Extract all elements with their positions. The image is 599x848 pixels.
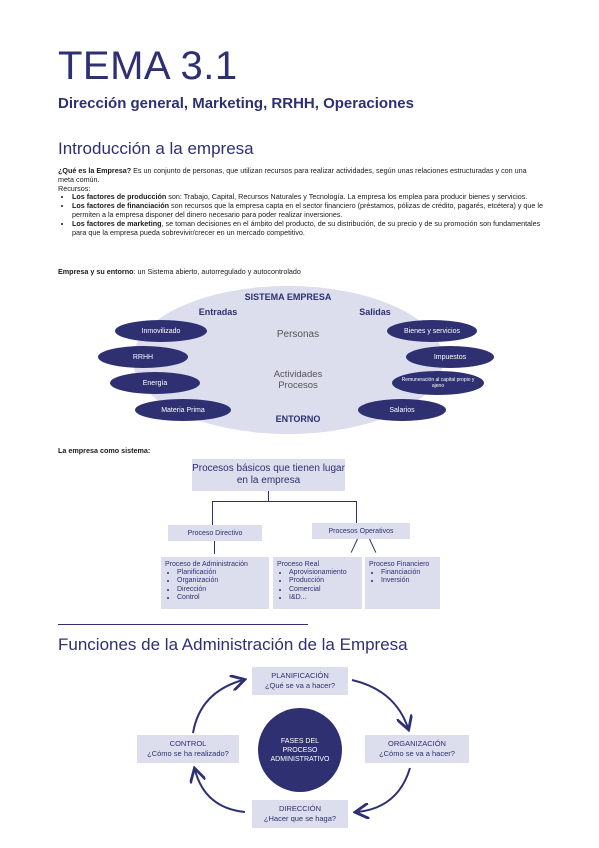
- proceso-administracion-title: Proceso de Administración: [165, 561, 248, 568]
- question-paragraph: ¿Qué es la Empresa? Es un conjunto de pe…: [58, 166, 544, 185]
- input-inmovilizado: Inmovilizado: [115, 320, 207, 342]
- page-subtitle: Dirección general, Marketing, RRHH, Oper…: [58, 95, 414, 112]
- environment-label: Empresa y su entorno: [58, 267, 134, 276]
- proceso-administracion-box: Proceso de Administración Planificación …: [161, 557, 269, 609]
- direccion-question: ¿Hacer que se haga?: [263, 814, 337, 823]
- center-actividades: Actividades: [273, 369, 323, 380]
- bullet-text: son recursos que la empresa capta en el …: [72, 201, 544, 219]
- connector-line: [356, 501, 357, 523]
- organizacion-box: ORGANIZACIÓN ¿Cómo se va a hacer?: [365, 735, 469, 763]
- list-item: Organización: [177, 577, 265, 585]
- control-question: ¿Cómo se ha realizado?: [147, 749, 229, 758]
- procesos-operativos-box: Procesos Operativos: [312, 523, 410, 539]
- list-item: Los factores de producción son: Trabajo,…: [72, 192, 544, 202]
- page-title: TEMA 3.1: [58, 44, 238, 88]
- list-item: Los factores de financiación son recurso…: [72, 201, 544, 220]
- intro-text: ¿Qué es la Empresa? Es un conjunto de pe…: [58, 166, 544, 238]
- arrow-org-to-dir: [357, 767, 411, 812]
- proceso-directivo-box: Proceso Directivo: [168, 525, 262, 541]
- process-diagram-label: La empresa como sistema:: [58, 446, 151, 455]
- direccion-box: DIRECCIÓN ¿Hacer que se haga?: [252, 800, 348, 828]
- environment-bottom-label: ENTORNO: [275, 414, 321, 424]
- bullet-text: son: Trabajo, Capital, Recursos Naturale…: [166, 192, 528, 202]
- list-item: Dirección: [177, 586, 265, 594]
- list-item: Planificación: [177, 569, 265, 577]
- direccion-title: DIRECCIÓN: [278, 804, 322, 813]
- input-energia: Energía: [110, 372, 200, 394]
- center-personas: Personas: [276, 329, 320, 340]
- arrow-ctrl-to-plan: [192, 680, 243, 734]
- proceso-real-list: Aprovisionamiento Producción Comercial I…: [277, 569, 358, 602]
- bullet-text: , se toman decisiones en el ámbito del p…: [72, 218, 541, 237]
- arrow-dir-to-ctrl: [195, 770, 246, 813]
- list-item: Inversión: [381, 577, 436, 585]
- planificacion-title: PLANIFICACIÓN: [271, 671, 329, 680]
- control-title: CONTROL: [169, 739, 207, 748]
- question-label: ¿Qué es la Empresa?: [58, 166, 132, 175]
- bullet-label: Los factores de producción: [72, 192, 167, 202]
- resource-list: Los factores de producción son: Trabajo,…: [58, 192, 544, 238]
- output-impuestos: Impuestos: [406, 346, 494, 368]
- control-box: CONTROL ¿Cómo se ha realizado?: [137, 735, 239, 763]
- proceso-real-box: Proceso Real Aprovisionamiento Producció…: [273, 557, 362, 609]
- proceso-financiero-box: Proceso Financiero Financiación Inversió…: [365, 557, 440, 609]
- bullet-label: Los factores de financiación: [72, 201, 170, 211]
- outputs-label: Salidas: [359, 307, 391, 317]
- list-item: Financiación: [381, 569, 436, 577]
- list-item: Comercial: [289, 586, 358, 594]
- section-title-intro: Introducción a la empresa: [58, 139, 254, 158]
- proceso-real-title: Proceso Real: [277, 561, 320, 568]
- fases-center-circle: FASES DEL PROCESO ADMINISTRATIVO: [258, 708, 342, 792]
- connector-line: [212, 501, 356, 502]
- planificacion-question: ¿Qué se va a hacer?: [264, 681, 336, 690]
- connector-line: [268, 491, 269, 501]
- organizacion-question: ¿Cómo se va a hacer?: [379, 749, 455, 758]
- system-label: SISTEMA EMPRESA: [244, 292, 332, 302]
- resources-label: Recursos:: [58, 183, 91, 193]
- question-text: Es un conjunto de personas, que utilizan…: [58, 166, 527, 184]
- list-item: Producción: [289, 577, 358, 585]
- inputs-label: Entradas: [198, 307, 238, 317]
- section-divider: [58, 624, 308, 625]
- arrow-plan-to-org: [351, 679, 408, 728]
- list-item: I&D...: [289, 594, 358, 602]
- input-rrhh: RRHH: [98, 346, 188, 368]
- output-remuneracion: Remuneración al capital propio y ajeno: [392, 371, 484, 395]
- proceso-administracion-list: Planificación Organización Dirección Con…: [165, 569, 265, 602]
- section-title-functions: Funciones de la Administración de la Emp…: [58, 635, 408, 654]
- organizacion-title: ORGANIZACIÓN: [388, 739, 446, 748]
- environment-line: Empresa y su entorno: un Sistema abierto…: [58, 267, 301, 277]
- environment-text: : un Sistema abierto, autorregulado y au…: [133, 267, 301, 276]
- output-bienes-servicios: Bienes y servicios: [387, 320, 477, 342]
- bullet-label: Los factores de marketing: [72, 218, 162, 228]
- input-materia-prima: Materia Prima: [135, 399, 231, 421]
- list-item: Control: [177, 594, 265, 602]
- connector-arrow: [214, 541, 215, 554]
- center-procesos: Procesos: [278, 380, 318, 391]
- processes-top-box: Procesos básicos que tienen lugar en la …: [192, 459, 345, 491]
- output-salarios: Salarios: [358, 399, 446, 421]
- proceso-financiero-title: Proceso Financiero: [369, 561, 430, 568]
- list-item: Los factores de marketing, se toman deci…: [72, 218, 544, 238]
- planificacion-box: PLANIFICACIÓN ¿Qué se va a hacer?: [252, 667, 348, 695]
- list-item: Aprovisionamiento: [289, 569, 358, 577]
- proceso-financiero-list: Financiación Inversión: [369, 569, 436, 585]
- connector-line: [212, 501, 213, 525]
